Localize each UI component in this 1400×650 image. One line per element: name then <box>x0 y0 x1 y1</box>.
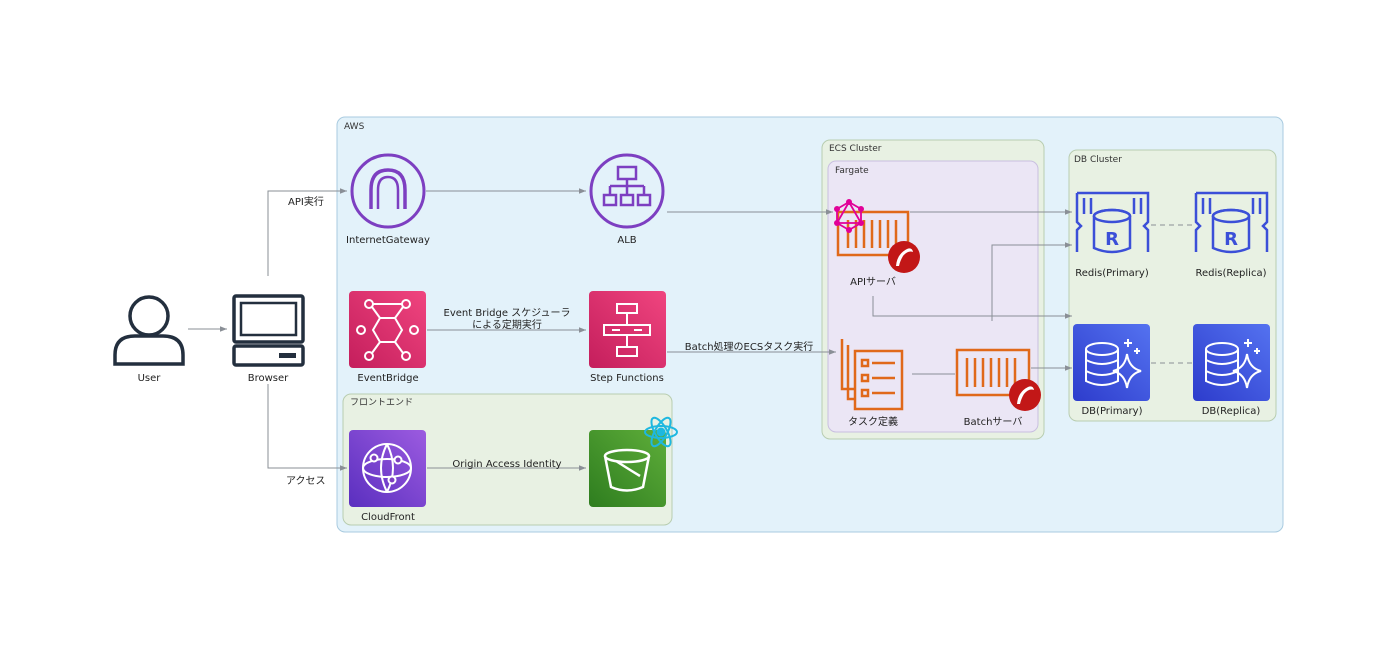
edge-label-api-exec: API実行 <box>288 195 324 208</box>
db-primary-node[interactable]: DB(Primary) <box>1073 324 1150 417</box>
internet-gateway-label: InternetGateway <box>346 235 430 246</box>
eventbridge-label: EventBridge <box>357 373 418 384</box>
container-icon <box>836 210 910 257</box>
load-balancer-icon <box>589 153 665 229</box>
user-icon <box>113 295 185 366</box>
batch-server-node[interactable]: Batchサーバ <box>955 348 1041 428</box>
eventbridge-icon <box>349 291 426 368</box>
computer-icon <box>232 294 305 367</box>
browser-label: Browser <box>248 373 289 384</box>
rails-icon <box>888 241 920 273</box>
api-server-node[interactable]: APIサーバ <box>834 199 920 288</box>
fargate-label: Fargate <box>835 166 869 176</box>
edge-batch-redis <box>991 242 1072 321</box>
edge-browser-cloudfront <box>267 384 347 471</box>
step-functions-icon <box>589 291 666 368</box>
cloudfront-icon <box>349 430 426 507</box>
db-replica-node[interactable]: DB(Replica) <box>1193 324 1270 417</box>
db-replica-label: DB(Replica) <box>1202 406 1261 417</box>
api-server-label: APIサーバ <box>850 276 896 288</box>
redis-icon: R <box>1194 191 1269 254</box>
user-label: User <box>138 373 162 384</box>
s3-bucket-node[interactable] <box>589 415 678 507</box>
db-cluster-label: DB Cluster <box>1074 155 1122 165</box>
internet-gateway-icon <box>350 153 426 229</box>
eventbridge-node[interactable]: EventBridge <box>349 291 426 384</box>
step-functions-node[interactable]: Step Functions <box>589 291 666 384</box>
cloudfront-node[interactable]: CloudFront <box>349 430 426 523</box>
svg-text:R: R <box>1224 229 1238 250</box>
frontend-group-label: フロントエンド <box>350 398 413 408</box>
alb-label: ALB <box>617 235 636 246</box>
edge-label-batch-exec: Batch処理のECSタスク実行 <box>685 340 813 353</box>
redis-replica-node[interactable]: R Redis(Replica) <box>1194 191 1269 279</box>
cloudfront-label: CloudFront <box>361 512 415 523</box>
container-icon <box>955 348 1031 397</box>
redis-replica-label: Redis(Replica) <box>1196 268 1267 279</box>
graphql-icon <box>834 199 864 233</box>
internet-gateway-node[interactable]: InternetGateway <box>346 153 430 246</box>
svg-text:R: R <box>1105 229 1119 250</box>
user-node[interactable]: User <box>113 295 185 384</box>
task-definition-icon <box>840 339 904 411</box>
step-functions-label: Step Functions <box>590 373 664 384</box>
edge-api-db <box>872 296 1072 319</box>
edges <box>188 188 1194 471</box>
edge-label-access: アクセス <box>286 475 326 487</box>
alb-node[interactable]: ALB <box>589 153 665 246</box>
ecs-cluster-label: ECS Cluster <box>829 144 882 154</box>
aws-group-label: AWS <box>344 122 365 132</box>
aurora-icon <box>1073 324 1150 401</box>
edge-label-eventbridge-1: Event Bridge スケジューラ <box>444 307 571 319</box>
redis-primary-node[interactable]: R Redis(Primary) <box>1075 191 1150 279</box>
rails-icon <box>1009 379 1041 411</box>
react-icon <box>644 416 678 448</box>
task-definition-node[interactable]: タスク定義 <box>840 339 904 428</box>
db-primary-label: DB(Primary) <box>1081 406 1142 417</box>
s3-bucket-icon <box>589 430 666 507</box>
edge-label-oai: Origin Access Identity <box>452 459 561 470</box>
task-definition-label: タスク定義 <box>848 415 898 428</box>
edge-browser-igw <box>267 188 347 276</box>
edge-label-eventbridge-2: による定期実行 <box>472 318 542 331</box>
batch-server-label: Batchサーバ <box>964 416 1023 428</box>
aurora-icon <box>1193 324 1270 401</box>
browser-node[interactable]: Browser <box>232 294 305 384</box>
redis-primary-label: Redis(Primary) <box>1075 268 1149 279</box>
redis-icon: R <box>1075 191 1150 254</box>
